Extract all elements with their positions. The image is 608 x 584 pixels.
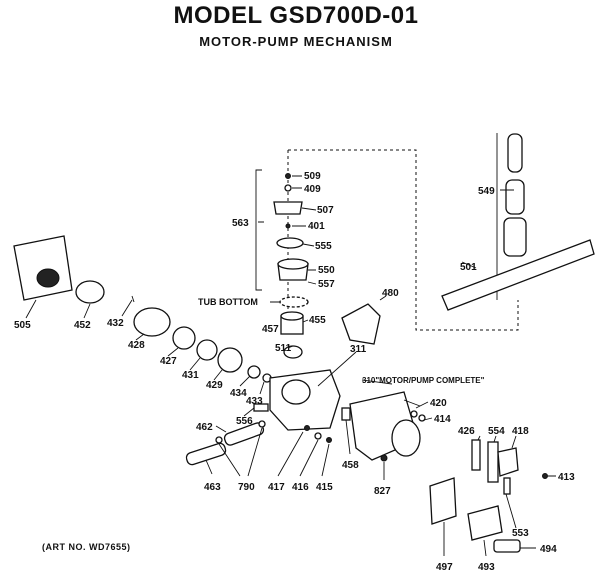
part-429 [217,347,243,373]
part-557 [277,258,309,270]
part-428 [133,307,171,337]
part-494 [493,539,521,553]
part-311-port [281,379,311,405]
label-432: 432 [107,318,124,329]
part-413 [542,473,548,479]
part-553 [503,477,511,495]
model-title: MODEL GSD700D-01 [173,2,419,29]
label-401: 401 [308,221,325,232]
label-416: 416 [292,482,309,493]
leader-lines [25,175,556,557]
part-401 [285,223,291,229]
art-number: (ART NO. WD7655) [42,542,131,552]
label-555: 555 [315,241,332,252]
label-511: 511 [275,343,292,354]
label-420: 420 [430,398,447,409]
label-507: 507 [317,205,334,216]
part-458 [341,407,351,421]
part-415 [326,437,332,443]
label-493: 493 [478,562,495,573]
part-455 [280,311,304,321]
label-452: 452 [74,320,91,331]
label-434: 434 [230,388,247,399]
part-555 [276,237,304,249]
bracket-563 [255,169,262,291]
label-563: 563 [232,218,249,229]
label-554: 554 [488,426,505,437]
label-497: 497 [436,562,453,573]
label-415: 415 [316,482,333,493]
part-427 [172,326,196,350]
part-827 [380,454,388,462]
part-452 [75,280,105,304]
diagram-subtitle: MOTOR-PUMP MECHANISM [199,34,393,49]
part-418 [497,447,519,477]
label-458: 458 [342,460,359,471]
part-480 [341,303,381,345]
label-427: 427 [160,356,177,367]
part-790-clamp [258,420,266,428]
part-556 [253,403,269,412]
label-428: 428 [128,340,145,351]
label-417: 417 [268,482,285,493]
label-480: 480 [382,288,399,299]
part-554 [487,441,499,483]
label-310: 310"MOTOR/PUMP COMPLETE" [362,376,485,385]
label-509: 509 [304,171,321,182]
label-827: 827 [374,486,391,497]
part-509 [285,173,291,179]
part-417 [304,425,310,431]
label-431: 431 [182,370,199,381]
part-409 [284,184,292,192]
part-549-top [507,133,523,173]
label-553: 553 [512,528,529,539]
label-549: 549 [478,186,495,197]
label-311: 311 [350,344,367,355]
motor-end-cap [391,419,421,457]
part-434 [247,365,261,379]
part-507 [273,201,303,215]
part-505-inlet [36,268,60,288]
label-tub-bottom: TUB BOTTOM [198,297,258,307]
part-549-mid [505,179,525,215]
label-455: 455 [309,315,326,326]
part-790-clamp [215,436,223,444]
label-550: 550 [318,265,335,276]
part-501-spray-arm [441,239,595,311]
part-431 [196,339,218,361]
label-414: 414 [434,414,451,425]
part-497 [429,477,457,525]
label-429: 429 [206,380,223,391]
part-420 [403,399,421,407]
label-418: 418 [512,426,529,437]
assembly-guide-line [288,149,519,331]
label-409: 409 [304,184,321,195]
label-426: 426 [458,426,475,437]
tub-bottom-outline [279,296,309,308]
label-433: 433 [246,396,263,407]
part-549-bottom [503,217,527,257]
part-414-a [410,410,418,418]
part-416 [314,432,322,440]
part-463 [185,442,227,466]
part-505 [13,235,73,301]
label-413: 413 [558,472,575,483]
part-432-pin [131,295,135,303]
label-790: 790 [238,482,255,493]
label-556: 556 [236,416,253,427]
label-494: 494 [540,544,557,555]
label-463: 463 [204,482,221,493]
label-501: 501 [460,262,477,273]
label-505: 505 [14,320,31,331]
label-457: 457 [262,324,279,335]
part-426 [471,439,481,471]
part-414-b [418,414,426,422]
label-462: 462 [196,422,213,433]
label-557: 557 [318,279,335,290]
part-493 [467,505,503,541]
